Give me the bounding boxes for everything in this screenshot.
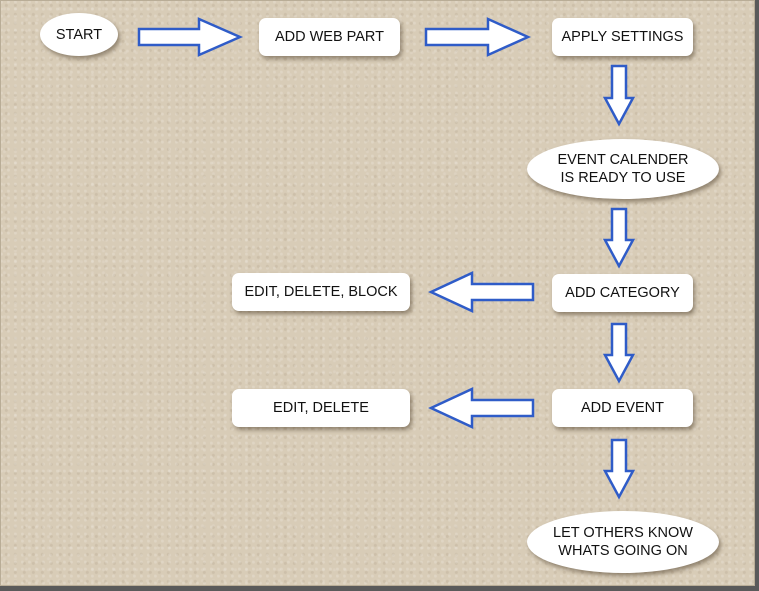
apply-settings-node: APPLY SETTINGS — [552, 18, 693, 56]
arrow-start-to-add-web-part — [137, 17, 244, 57]
arrow-add-web-part-to-apply-settings — [424, 17, 532, 57]
arrow-add-event-to-event-actions — [428, 387, 535, 429]
add-category-label: ADD CATEGORY — [565, 285, 680, 301]
apply-settings-label: APPLY SETTINGS — [561, 29, 684, 45]
category-actions-node: EDIT, DELETE, BLOCK — [232, 273, 410, 311]
arrow-add-category-to-category-actions — [428, 271, 535, 313]
start-node: START — [40, 13, 118, 56]
add-event-label: ADD EVENT — [581, 400, 664, 416]
arrow-apply-settings-to-calendar-ready — [602, 64, 636, 127]
arrow-calendar-ready-to-add-category — [602, 207, 636, 269]
let-others-know-node: LET OTHERS KNOW WHATS GOING ON — [527, 511, 719, 573]
category-actions-label: EDIT, DELETE, BLOCK — [244, 284, 398, 300]
let-others-know-label: LET OTHERS KNOW WHATS GOING ON — [553, 525, 693, 559]
add-category-node: ADD CATEGORY — [552, 274, 693, 312]
arrow-add-event-to-let-others-know — [602, 438, 636, 500]
calendar-ready-node: EVENT CALENDER IS READY TO USE — [527, 139, 719, 199]
calendar-ready-label: EVENT CALENDER IS READY TO USE — [557, 152, 689, 186]
start-node-label: START — [55, 26, 103, 43]
arrow-add-category-to-add-event — [602, 322, 636, 384]
add-event-node: ADD EVENT — [552, 389, 693, 427]
add-web-part-node: ADD WEB PART — [259, 18, 400, 56]
event-actions-label: EDIT, DELETE — [273, 400, 369, 416]
event-actions-node: EDIT, DELETE — [232, 389, 410, 427]
add-web-part-label: ADD WEB PART — [274, 29, 385, 45]
